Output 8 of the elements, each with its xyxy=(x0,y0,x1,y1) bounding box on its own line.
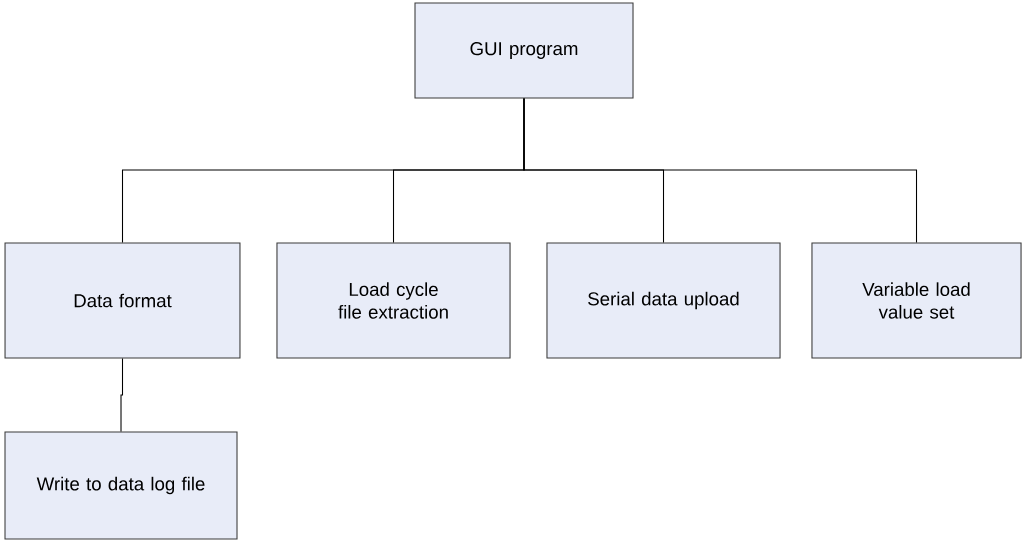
process-box: GUI program xyxy=(414,2,634,99)
process-box: Load cycle file extraction xyxy=(276,242,511,359)
connector-line xyxy=(523,97,918,244)
process-box: Write to data log file xyxy=(4,431,238,540)
process-box: Variable load value set xyxy=(811,242,1022,359)
connector-line xyxy=(120,357,124,433)
process-box: Data format xyxy=(4,242,241,359)
process-box: Serial data upload xyxy=(546,242,781,359)
